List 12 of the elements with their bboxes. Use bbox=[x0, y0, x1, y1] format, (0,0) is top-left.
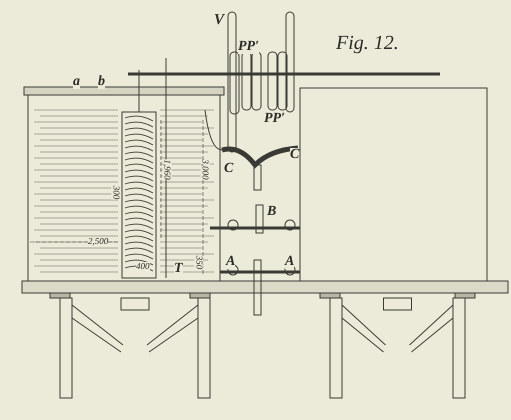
dimension-label: 400 bbox=[136, 262, 150, 271]
dimension-label: 1,960 bbox=[162, 159, 172, 180]
figure-title: Fig. 12. bbox=[336, 33, 399, 53]
dimension-label: 2,500 bbox=[88, 237, 108, 246]
dimension-label: 300 bbox=[111, 186, 120, 200]
part-letter: b bbox=[98, 75, 105, 89]
part-letter: a bbox=[73, 75, 80, 89]
dimension-label: 350 bbox=[194, 256, 204, 270]
part-letter: A bbox=[226, 255, 236, 269]
part-letter: A bbox=[285, 255, 294, 269]
part-letter: PP′ bbox=[238, 40, 260, 54]
dimension-label: 3,000 bbox=[200, 159, 210, 180]
